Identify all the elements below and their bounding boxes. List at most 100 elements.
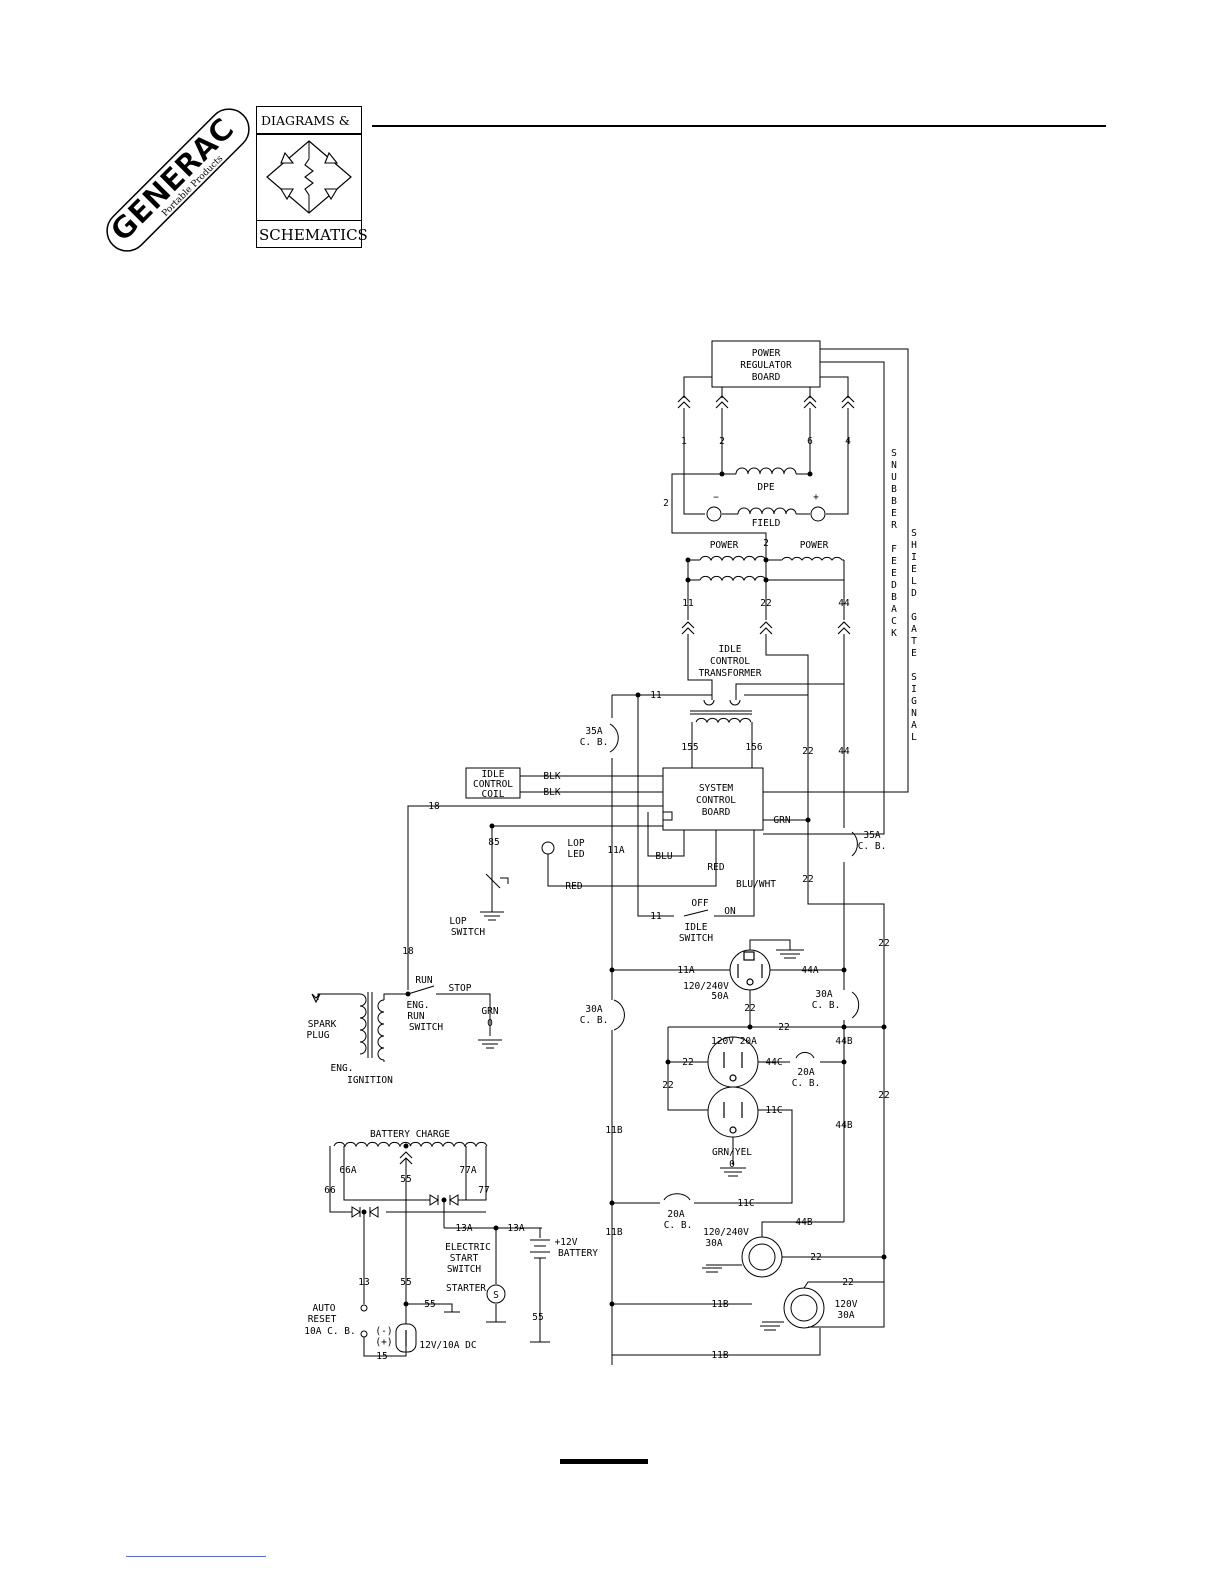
- wire-11A-mid: 11A: [677, 965, 694, 976]
- label-ict-3: TRANSFORMER: [699, 668, 762, 679]
- wire-13A-left: 13A: [455, 1223, 472, 1234]
- wire-15: 15: [376, 1351, 387, 1362]
- label-battery-2: BATTERY: [558, 1248, 598, 1259]
- label-electric-start-2: START: [450, 1253, 479, 1264]
- label-lop-switch-1: LOP: [449, 916, 466, 927]
- label-eng-ign-1: ENG.: [331, 1063, 354, 1074]
- wire-11: 11: [682, 598, 694, 609]
- wire-11B-mid: 11B: [605, 1227, 622, 1238]
- wire-44-mid: 44: [838, 746, 850, 757]
- label-icc-2: CONTROL: [473, 779, 513, 790]
- wire-11C-bottom: 11C: [737, 1198, 754, 1209]
- wire-2: 2: [719, 436, 725, 447]
- label-cb20-b-1: 20A: [667, 1209, 684, 1220]
- label-power-right: POWER: [800, 540, 829, 551]
- wire-44B-mid: 44B: [835, 1120, 852, 1131]
- wire-grn-ignition: GRN: [481, 1006, 498, 1017]
- wire-red-top: RED: [707, 862, 724, 873]
- label-eng-ign-2: IGNITION: [347, 1075, 393, 1086]
- label-ict-2: CONTROL: [710, 656, 750, 667]
- label-cb30-left-1: 30A: [585, 1004, 602, 1015]
- label-outlet-30a-120-2: 30A: [837, 1310, 854, 1321]
- wire-1: 1: [681, 436, 687, 447]
- wire-77: 77: [478, 1185, 489, 1196]
- label-outlet-30a-240-1: 120/240V: [703, 1227, 749, 1238]
- label-cb30-left-2: C. B.: [580, 1015, 609, 1026]
- label-run: RUN: [415, 975, 432, 986]
- label-icc-1: IDLE: [482, 769, 505, 780]
- label-eng-run-1: ENG.: [407, 1000, 430, 1011]
- wire-55-battery: 55: [532, 1312, 543, 1323]
- label-off: OFF: [691, 898, 708, 909]
- field-plus: +: [813, 492, 819, 503]
- label-prb-3: BOARD: [752, 372, 781, 383]
- label-electric-start-1: ELECTRIC: [445, 1242, 491, 1253]
- label-scb-2: CONTROL: [696, 795, 736, 806]
- wire-13A-right: 13A: [507, 1223, 524, 1234]
- label-idle-switch-2: SWITCH: [679, 933, 714, 944]
- label-spark-1: SPARK: [308, 1019, 337, 1030]
- label-lop-led-1: LOP: [567, 838, 584, 849]
- label-cb20-a-1: 20A: [797, 1067, 814, 1078]
- label-prb-2: REGULATOR: [740, 360, 792, 371]
- label-dpe: DPE: [757, 482, 774, 493]
- label-shield-gate-signal: SHIELD GATE SIGNAL: [909, 528, 920, 744]
- wire-22-duplex: 22: [682, 1057, 693, 1068]
- label-ict-1: IDLE: [719, 644, 742, 655]
- starter-symbol: S: [493, 1290, 499, 1301]
- wire-18-bottom: 18: [402, 946, 414, 957]
- label-outlet-50a-1: 120/240V: [683, 981, 729, 992]
- wire-blk-2: BLK: [543, 787, 560, 798]
- label-cb35-right-2: C. B.: [858, 841, 887, 852]
- label-auto-reset-3: 10A C. B.: [304, 1326, 355, 1337]
- label-cb30-right-1: 30A: [815, 989, 832, 1000]
- wire-22-mid: 22: [802, 746, 813, 757]
- label-lop-switch-2: SWITCH: [451, 927, 486, 938]
- label-auto-reset-1: AUTO: [313, 1303, 336, 1314]
- section-bottom-label: SCHEMATICS: [259, 226, 368, 244]
- label-cb30-right-2: C. B.: [812, 1000, 841, 1011]
- wire-155: 155: [681, 742, 698, 753]
- wire-55-mid: 55: [400, 1277, 411, 1288]
- label-cb35-left-2: C. B.: [580, 737, 609, 748]
- label-scb-3: BOARD: [702, 807, 731, 818]
- label-field: FIELD: [752, 518, 781, 529]
- wire-0-outlet: 0: [729, 1159, 735, 1170]
- wire-11A-top: 11A: [607, 845, 624, 856]
- wire-22-bus: 22: [778, 1022, 789, 1033]
- wire-22-lock: 22: [810, 1252, 821, 1263]
- wire-blu-wht: BLU/WHT: [736, 879, 776, 890]
- footer-bar: [560, 1459, 648, 1464]
- diagrams-schematics-logo: DIAGRAMS & SCHEMATICS: [256, 106, 368, 248]
- bridge-rectifier-icon: [266, 140, 352, 214]
- generac-logo: GENERAC Portable Products: [104, 108, 250, 252]
- wire-11-idle: 11: [650, 911, 662, 922]
- wire-grn: GRN: [773, 815, 790, 826]
- wire-red-bottom: RED: [565, 881, 582, 892]
- wire-66A: 66A: [339, 1165, 356, 1176]
- wire-22-top-lock: 22: [842, 1277, 853, 1288]
- label-cb35-right-1: 35A: [863, 830, 880, 841]
- wire-44: 44: [838, 598, 850, 609]
- wire-11C-top: 11C: [765, 1105, 782, 1116]
- dc-polarity-pos: (+): [375, 1337, 392, 1348]
- wire-2-power: 2: [763, 538, 769, 549]
- wire-85: 85: [488, 837, 499, 848]
- section-top-label: DIAGRAMS &: [261, 113, 350, 128]
- label-cb35-left-1: 35A: [585, 726, 602, 737]
- label-power-left: POWER: [710, 540, 739, 551]
- label-on: ON: [724, 906, 736, 917]
- power-regulator-board-box: [711, 340, 821, 388]
- label-scb-1: SYSTEM: [699, 783, 734, 794]
- label-lop-led-2: LED: [567, 849, 584, 860]
- wire-grn-yel: GRN/YEL: [712, 1147, 752, 1158]
- dc-polarity-neg: (-): [375, 1326, 392, 1337]
- label-outlet-50a-2: 50A: [711, 991, 728, 1002]
- wire-44A: 44A: [801, 965, 818, 976]
- wire-66: 66: [324, 1185, 336, 1196]
- wire-blk-1: BLK: [543, 771, 560, 782]
- wire-55-charge: 55: [400, 1174, 411, 1185]
- wire-11B-outlet: 11B: [711, 1299, 728, 1310]
- field-minus: −: [713, 492, 719, 503]
